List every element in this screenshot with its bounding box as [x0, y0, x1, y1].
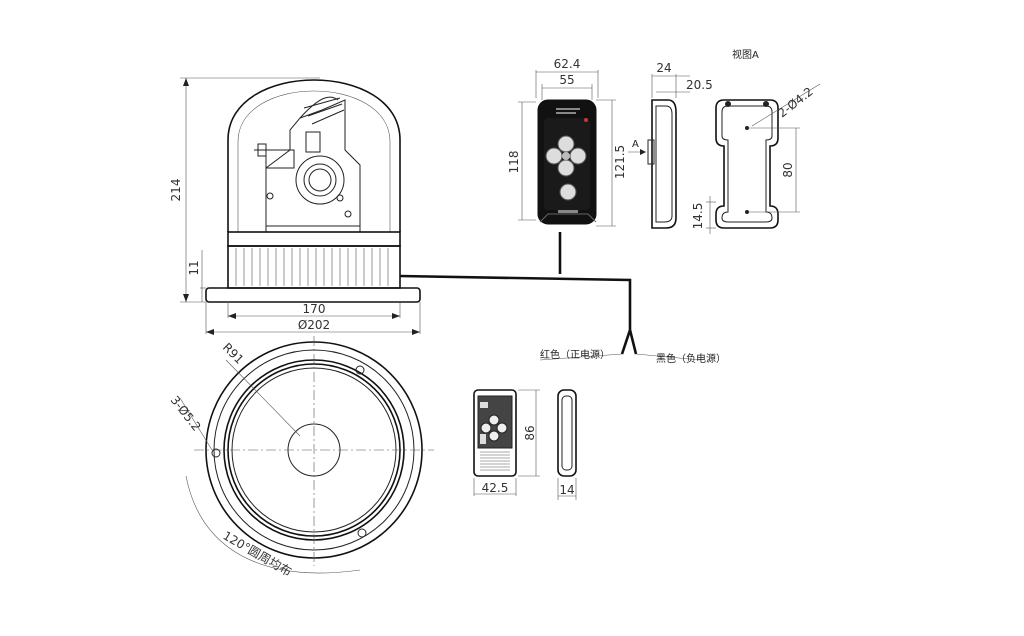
- dim-14-5: 14.5: [691, 203, 705, 230]
- dim-24: 24: [656, 61, 671, 75]
- dim-118: 118: [507, 151, 521, 174]
- dim-14: 14: [559, 483, 574, 497]
- dim-holes-2: 2-Ø4.2: [775, 84, 816, 120]
- small-remote-front: [473, 389, 540, 496]
- small-remote-side: [557, 389, 577, 500]
- label-view-a: 视图A: [732, 48, 759, 61]
- dim-r91: R91: [220, 340, 247, 367]
- wire-harness: [399, 232, 701, 361]
- dim-55: 55: [559, 73, 574, 87]
- lamp-front-view: [205, 79, 421, 303]
- dim-holes-3: 3-Ø5.2: [168, 393, 204, 434]
- label-red-wire: 红色（正电源）: [540, 348, 610, 361]
- dim-121-5: 121.5: [613, 145, 627, 179]
- dim-214: 214: [169, 179, 183, 202]
- dim-170: 170: [303, 302, 326, 316]
- remote-side-view: [628, 74, 690, 229]
- dim-42-5: 42.5: [482, 481, 509, 495]
- lamp-top-view: [179, 336, 434, 574]
- label-arrow-a: A: [632, 139, 639, 150]
- dim-62-4: 62.4: [554, 57, 581, 71]
- view-a-back: [706, 83, 821, 234]
- dim-20-5: 20.5: [686, 78, 713, 92]
- remote-front-view: [518, 70, 616, 227]
- dim-86: 86: [523, 425, 537, 440]
- dim-11: 11: [187, 260, 201, 275]
- dim-dia-202: Ø202: [298, 318, 330, 332]
- dim-80: 80: [781, 162, 795, 177]
- lamp-dimensions: 214 11 170 Ø202: [169, 77, 421, 335]
- label-black-wire: 黑色（负电源）: [656, 352, 726, 365]
